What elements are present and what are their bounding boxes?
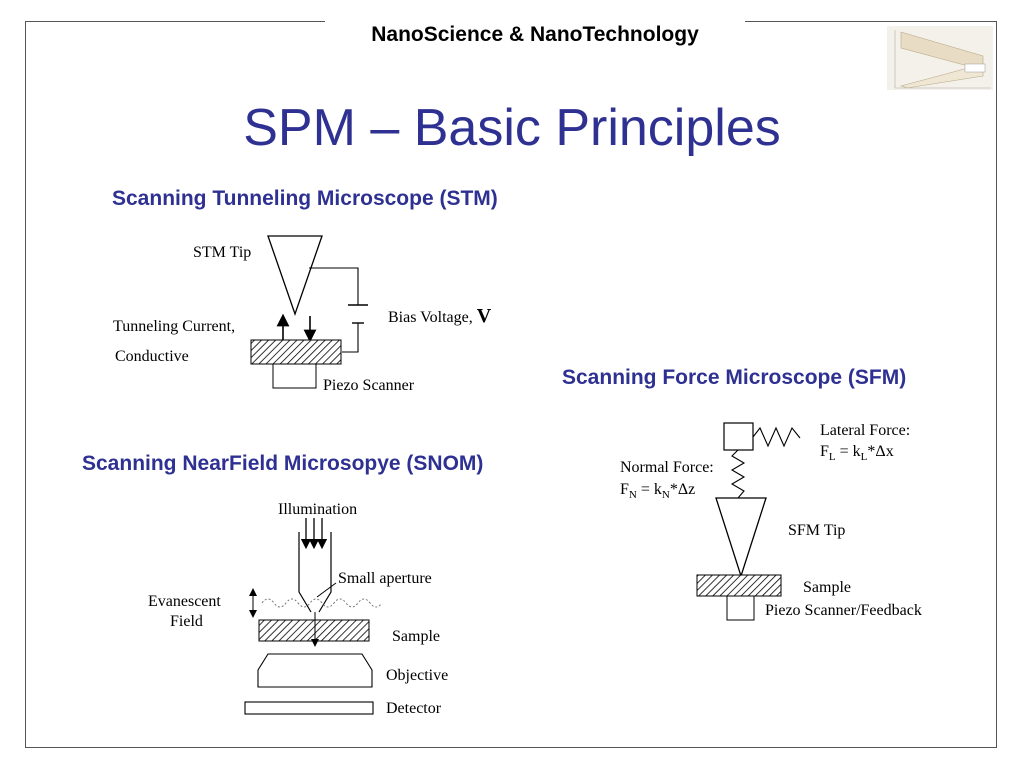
sfm-tip-label: SFM Tip — [788, 522, 846, 539]
snom-diagram — [244, 518, 383, 715]
sfm-normal-label: Normal Force: — [620, 459, 714, 476]
slide-header: NanoScience & NanoTechnology — [325, 18, 745, 52]
sfm-sample — [696, 574, 782, 597]
sfm-lateral-F: F — [820, 443, 829, 460]
sfm-normal-spring — [730, 449, 746, 499]
snom-probe-left — [298, 532, 312, 613]
snom-sample — [258, 619, 370, 642]
stm-bias-wire — [309, 267, 359, 305]
stm-tip-shape — [267, 235, 323, 316]
sfm-lateral-tail: *Δx — [867, 443, 894, 460]
sfm-normal-sub: N — [628, 489, 637, 502]
stm-bias-text: Bias Voltage, — [388, 309, 473, 326]
stm-bias-symbol: V — [476, 305, 492, 327]
stm-diagram — [250, 235, 368, 389]
sfm-heading: Scanning Force Microscope (SFM) — [562, 366, 907, 389]
snom-objective — [257, 653, 373, 688]
sfm-normal-F: F — [620, 481, 629, 498]
snom-objective-label: Objective — [386, 667, 449, 684]
sfm-tip-shape — [715, 497, 767, 579]
snom-evanescent-wave — [261, 598, 383, 608]
sfm-sample-label: Sample — [803, 579, 851, 596]
sfm-lateral-sub2: L — [860, 451, 868, 464]
snom-heading: Scanning NearField Microsopye (SNOM) — [82, 452, 484, 475]
snom-probe-right — [318, 532, 332, 613]
sfm-normal-tail: *Δz — [669, 481, 696, 498]
sfm-piezo-label: Piezo Scanner/Feedback — [765, 602, 922, 619]
snom-illumination-label: Illumination — [278, 501, 358, 518]
snom-detector-label: Detector — [386, 700, 442, 717]
snom-detector — [244, 701, 374, 715]
snom-aperture-pointer — [316, 582, 337, 598]
sfm-normal-eq: = k — [636, 481, 662, 498]
sfm-normal-formula: FN = kN*Δz — [620, 480, 695, 505]
slide-title: SPM – Basic Principles — [243, 99, 781, 157]
stm-bias-label: Bias Voltage, V — [388, 306, 491, 328]
stm-bias-wire-lower — [342, 323, 359, 353]
sfm-normal-sub2: N — [661, 489, 670, 502]
stm-piezo-label: Piezo Scanner — [323, 377, 415, 394]
sfm-holder-box — [723, 422, 754, 451]
sfm-diagram — [696, 422, 801, 621]
stm-conductive-label: Conductive — [115, 348, 189, 365]
stm-heading: Scanning Tunneling Microscope (STM) — [112, 187, 498, 210]
sfm-lateral-sub: L — [828, 451, 836, 464]
stm-current-label: Tunneling Current, — [113, 318, 236, 335]
sfm-piezo-scanner — [726, 595, 755, 621]
sfm-lateral-label: Lateral Force: — [820, 422, 911, 439]
sfm-lateral-spring — [752, 426, 801, 448]
stm-sample — [250, 339, 342, 365]
sfm-lateral-eq: = k — [835, 443, 861, 460]
stm-piezo-scanner — [272, 363, 317, 389]
stm-tip-label: STM Tip — [193, 244, 252, 261]
snom-sample-label: Sample — [392, 628, 440, 645]
snom-evanescent-label-1: Evanescent — [148, 593, 221, 610]
corner-thumbnail-graphic — [887, 26, 993, 90]
sfm-lateral-formula: FL = kL*Δx — [820, 442, 894, 467]
snom-evanescent-label-2: Field — [170, 613, 203, 630]
snom-aperture-label: Small aperture — [338, 570, 432, 587]
